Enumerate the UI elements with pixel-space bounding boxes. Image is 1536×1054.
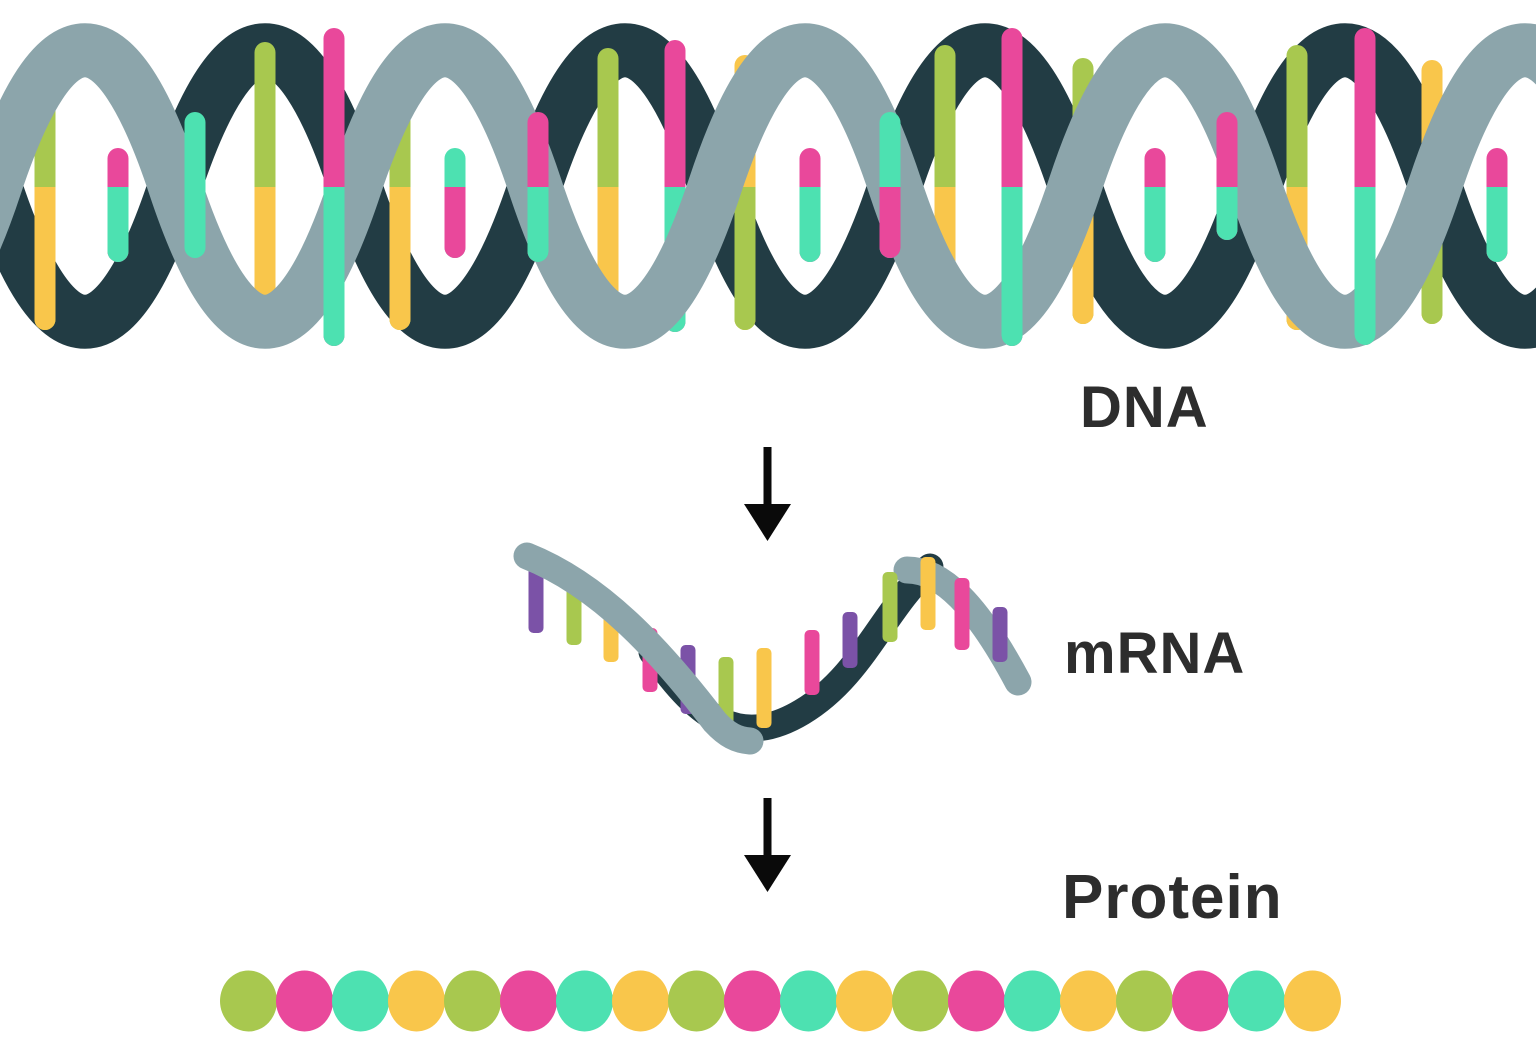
protein-bead (444, 970, 501, 1032)
dna-base-pair-lower (799, 187, 821, 262)
mrna-base (842, 612, 858, 668)
dna-base-pair-seam (934, 187, 956, 201)
protein-bead (780, 970, 837, 1032)
dna-base-pair-seam (1144, 187, 1166, 201)
dna-base-pair-seam (799, 187, 821, 201)
protein-bead (836, 970, 893, 1032)
dna-base-pair-seam (444, 187, 466, 201)
dna-double-helix (0, 23, 1536, 349)
protein-bead (1116, 970, 1173, 1032)
dna-base-pair-seam (1486, 187, 1508, 201)
dna-base-pair-lower (734, 187, 756, 330)
protein-bead (388, 970, 445, 1032)
protein-bead-chain (220, 970, 1341, 1032)
dna-base-pair-seam (389, 187, 411, 201)
dna-base-pair-lower (444, 187, 466, 258)
protein-bead (724, 970, 781, 1032)
dna-base-pairs-front (184, 28, 1376, 346)
protein-bead (948, 970, 1005, 1032)
protein-label: Protein (1062, 863, 1283, 932)
dna-base-pair-lower (527, 187, 549, 262)
mrna-base (954, 578, 970, 650)
mrna-label: mRNA (1064, 621, 1246, 686)
dna-base-pair-seam (1286, 187, 1308, 201)
dna-base-pair-lower (1486, 187, 1508, 262)
dna-base-pair-lower (389, 187, 411, 330)
dna-base-pair-seam (879, 187, 901, 201)
arrow-mrna-to-protein-icon (744, 798, 791, 892)
dna-base-pair-seam (323, 187, 345, 201)
dna-strand-light (0, 23, 1536, 349)
dna-base-pair-seam (527, 187, 549, 201)
protein-bead (556, 970, 613, 1032)
dna-base-pair-lower (323, 187, 345, 346)
protein-bead (1284, 970, 1341, 1032)
mrna-ribbon-light-left (513, 542, 764, 755)
dna-base-pair-seam (34, 187, 56, 201)
protein-bead (1060, 970, 1117, 1032)
dna-base-pair-seam (1354, 187, 1376, 201)
dna-base-pair-lower (1001, 187, 1023, 346)
dna-base-pair-lower (107, 187, 129, 262)
mrna-bases (528, 557, 1008, 735)
dna-base-pair-seam (254, 187, 276, 201)
dna-base-pair-lower (1354, 187, 1376, 345)
protein-bead (612, 970, 669, 1032)
mrna-base (756, 648, 772, 728)
mrna-base (882, 572, 898, 642)
dna-base-pair-seam (597, 187, 619, 201)
dna-base-pair-seam (107, 187, 129, 201)
mrna-base (804, 630, 820, 695)
protein-bead (1172, 970, 1229, 1032)
protein-bead (276, 970, 333, 1032)
protein-bead (892, 970, 949, 1032)
mrna-strand (513, 542, 1032, 755)
dna-base-pair-lower (1144, 187, 1166, 262)
dna-base-pair-seam (1001, 187, 1023, 201)
dna-base-pair (184, 112, 206, 258)
dna-base-pair-seam (664, 187, 686, 201)
dna-base-pair-lower (879, 187, 901, 258)
protein-bead (220, 970, 277, 1032)
dna-base-pair-lower (34, 187, 56, 330)
dna-base-pair-seam (1216, 187, 1238, 201)
mrna-base (992, 607, 1008, 662)
dna-label: DNA (1080, 375, 1209, 440)
protein-bead (668, 970, 725, 1032)
protein-bead (332, 970, 389, 1032)
protein-bead (1004, 970, 1061, 1032)
protein-bead (500, 970, 557, 1032)
arrow-dna-to-mrna-icon (744, 447, 791, 541)
protein-bead (1228, 970, 1285, 1032)
mrna-base (920, 557, 936, 630)
